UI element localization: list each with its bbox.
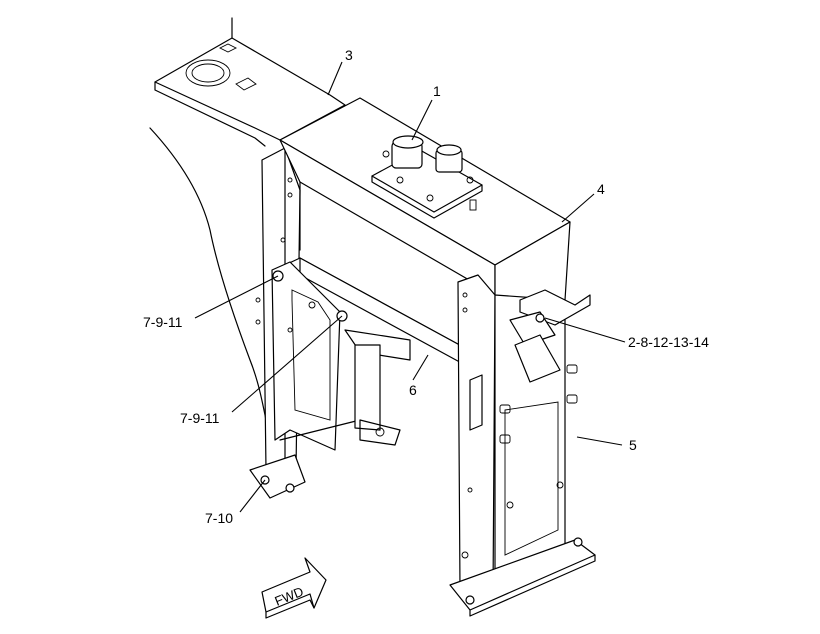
sender-assembly xyxy=(371,135,483,219)
callout-5: 5 xyxy=(629,437,637,453)
callout-4: 4 xyxy=(597,181,605,197)
leader-7c xyxy=(239,479,266,513)
leader-3 xyxy=(327,61,343,96)
callout-6: 6 xyxy=(409,382,417,398)
fwd-arrow-icon: FWD xyxy=(261,557,327,619)
left-bracket xyxy=(271,261,348,451)
callout-7-9-11-lower: 7-9-11 xyxy=(180,410,220,426)
leader-5 xyxy=(576,436,623,446)
callout-7-9-11-upper: 7-9-11 xyxy=(143,314,183,330)
leader-6 xyxy=(412,354,429,381)
top-plate xyxy=(154,17,346,147)
callout-1: 1 xyxy=(433,83,441,99)
right-base xyxy=(449,537,596,617)
leader-2 xyxy=(544,317,626,343)
side-clip xyxy=(509,289,591,383)
leader-7a xyxy=(194,275,279,319)
callout-2-8-12-13-14: 2-8-12-13-14 xyxy=(628,334,709,350)
leader-1 xyxy=(411,99,433,141)
leader-7b xyxy=(231,315,343,413)
left-frame-edge xyxy=(149,127,267,421)
callout-3: 3 xyxy=(345,47,353,63)
leader-4 xyxy=(561,193,595,223)
left-base xyxy=(249,344,401,499)
callout-7-10: 7-10 xyxy=(205,510,233,526)
